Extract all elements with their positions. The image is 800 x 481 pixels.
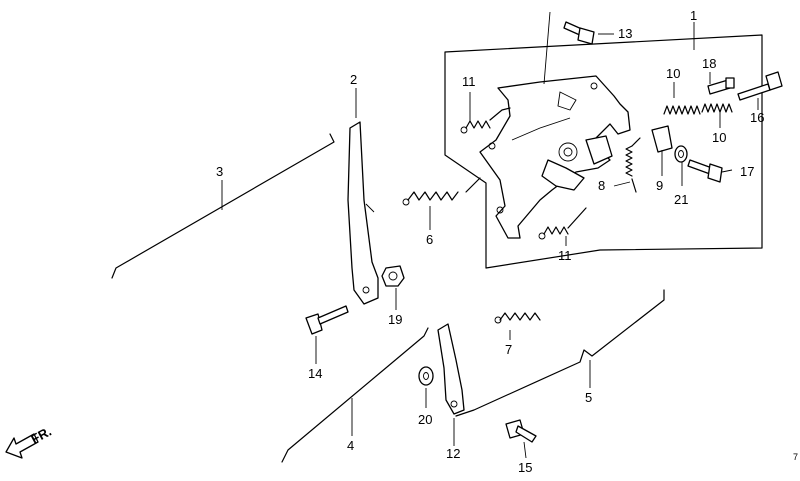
bolt-14 <box>305 305 349 335</box>
arrow-icon <box>5 433 39 459</box>
callout-10-lower: 10 <box>712 130 726 145</box>
callout-15: 15 <box>518 460 532 475</box>
screw-18 <box>707 77 735 95</box>
callout-10-upper: 10 <box>666 66 680 81</box>
callout-7: 7 <box>505 342 512 357</box>
corner-mark: 7 <box>793 452 798 462</box>
callout-16: 16 <box>750 110 764 125</box>
callout-11-upper: 11 <box>462 74 476 89</box>
spring-6 <box>402 177 481 206</box>
callout-9: 9 <box>656 178 663 193</box>
callout-14: 14 <box>308 366 322 381</box>
callout-8: 8 <box>598 178 605 193</box>
control-base-plate <box>479 75 631 239</box>
callout-6: 6 <box>426 232 433 247</box>
assembly-outline <box>444 34 763 269</box>
spring-11-lower <box>538 207 587 240</box>
callout-3: 3 <box>216 164 223 179</box>
bolt-17 <box>687 159 723 183</box>
rod-3 <box>111 133 335 279</box>
callout-13: 13 <box>618 26 632 41</box>
callout-19: 19 <box>388 312 402 327</box>
washer-20 <box>418 366 434 386</box>
callout-18: 18 <box>702 56 716 71</box>
callout-2: 2 <box>350 72 357 87</box>
spring-7 <box>494 312 541 324</box>
lever-2 <box>347 121 379 305</box>
bolt-13 <box>563 21 595 45</box>
spring-8 <box>625 137 641 193</box>
lever-12 <box>437 323 465 415</box>
spring-10-lower <box>701 103 733 113</box>
callout-4: 4 <box>347 438 354 453</box>
bolt-16 <box>737 71 783 101</box>
callout-5: 5 <box>585 390 592 405</box>
callout-11-lower: 11 <box>558 248 572 263</box>
spring-10-upper <box>663 105 701 115</box>
callout-17: 17 <box>740 164 754 179</box>
washer-21 <box>674 145 688 163</box>
front-direction-arrow: FR. <box>5 424 54 459</box>
callout-1: 1 <box>690 8 697 23</box>
rod-4 <box>281 327 429 463</box>
callout-20: 20 <box>418 412 432 427</box>
bolt-15 <box>505 419 537 443</box>
leader-lines <box>221 22 759 459</box>
callout-12: 12 <box>446 446 460 461</box>
rod-5 <box>455 289 665 417</box>
callout-21: 21 <box>674 192 688 207</box>
nut-19 <box>381 265 405 287</box>
clip-9 <box>651 125 673 153</box>
